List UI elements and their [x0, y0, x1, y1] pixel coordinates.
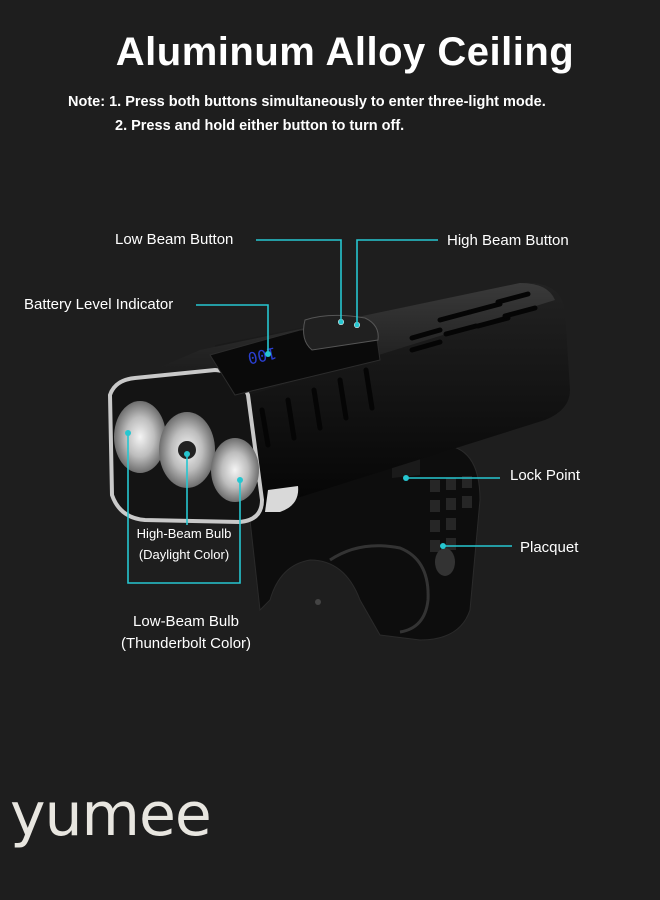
low-beam-bulb-label-line1: Low-Beam Bulb: [133, 613, 239, 630]
note-line-2: 2. Press and hold either button to turn …: [115, 118, 405, 134]
low-beam-bulb-label-line2: (Thunderbolt Color): [120, 635, 252, 652]
high-beam-bulb-label-line2: (Daylight Color): [138, 547, 230, 562]
page-title: Aluminum Alloy Ceiling: [115, 30, 575, 74]
lock-point-label: Lock Point: [510, 467, 581, 484]
callout-lines: [127, 239, 512, 584]
placquet-label: Placquet: [520, 539, 579, 556]
high-beam-bulb-label-line1: High-Beam Bulb: [136, 526, 232, 541]
low-beam-button-label: Low Beam Button: [115, 231, 234, 248]
low-beam-bulb-label: Low-Beam Bulb (Thunderbolt Color): [106, 611, 266, 655]
brand-logo: yumee: [10, 780, 212, 850]
lens-cluster: [114, 401, 259, 502]
battery-level-indicator-label: Battery Level Indicator: [24, 296, 174, 313]
note-line-1: Note: 1. Press both buttons simultaneous…: [68, 94, 546, 110]
high-beam-button-label: High Beam Button: [447, 232, 569, 249]
vent-slots: [259, 291, 538, 448]
high-beam-bulb-label: High-Beam Bulb (Daylight Color): [128, 526, 240, 562]
